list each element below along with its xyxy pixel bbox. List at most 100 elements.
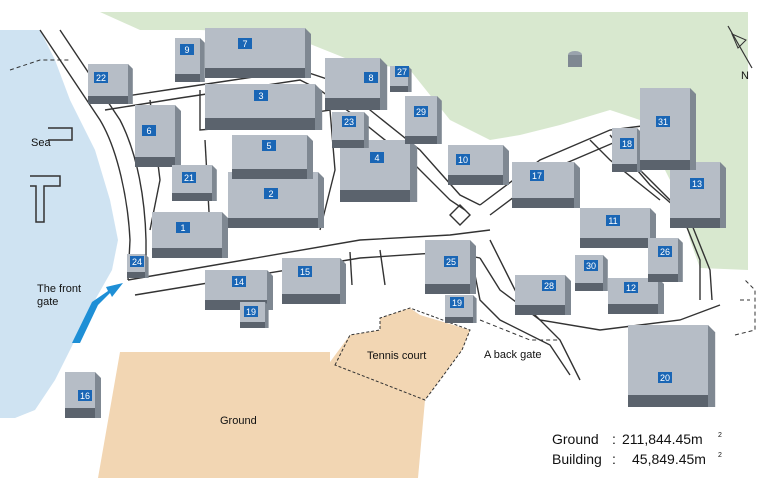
building-number-badge — [176, 222, 190, 233]
building-front-face — [648, 274, 678, 282]
building-side-face — [470, 240, 476, 294]
building-number-label: 8 — [368, 73, 373, 83]
building-number-badge — [264, 188, 278, 199]
building-1: 1 — [152, 212, 228, 258]
ground-area-value: 211,844.45m — [622, 431, 703, 447]
building-front-face — [135, 157, 175, 167]
building-front-face — [640, 160, 690, 170]
building-area-value: 45,849.45m — [632, 451, 706, 467]
building-number-badge — [238, 38, 252, 49]
building-number-badge — [364, 72, 378, 83]
building-front-face — [240, 322, 265, 328]
building-side-face — [658, 278, 664, 314]
building-number-label: 11 — [608, 216, 617, 226]
building-front-face — [575, 283, 603, 291]
building-roof — [670, 162, 720, 218]
building-number-badge — [530, 170, 544, 181]
building-side-face — [340, 258, 346, 304]
building-front-face — [448, 175, 503, 185]
building-number-badge — [658, 246, 672, 257]
building-side-face — [305, 28, 311, 78]
building-front-face — [127, 272, 145, 278]
building-roof — [515, 275, 565, 305]
north-arrow: N — [727, 25, 753, 82]
building-number-badge — [444, 256, 458, 267]
building-number-badge — [244, 306, 258, 317]
building-number-badge — [232, 276, 246, 287]
building-number-label: 10 — [458, 155, 468, 165]
building-number-label: 19 — [452, 298, 462, 308]
building-5: 5 — [232, 135, 313, 179]
building-side-face — [380, 58, 388, 110]
building-side-face — [315, 84, 323, 130]
building-number-badge — [78, 390, 92, 401]
building-number-label: 9 — [184, 45, 189, 55]
building-area-label: Building — [552, 451, 602, 467]
building-number-label: 2 — [268, 189, 273, 199]
building-6: 6 — [135, 105, 181, 167]
ground-area-unit-sup: 2 — [718, 432, 722, 439]
building-28: 28 — [515, 275, 571, 315]
building-18: 18 — [612, 128, 642, 172]
building-number-label: 6 — [146, 126, 151, 136]
building-front-face — [445, 317, 473, 323]
building-front-face — [390, 86, 408, 92]
building-side-face — [200, 38, 205, 82]
building-9: 9 — [175, 38, 205, 82]
building-side-face — [678, 238, 683, 282]
building-23: 23 — [332, 112, 369, 148]
building-number-badge — [690, 178, 704, 189]
building-number-label: 5 — [266, 141, 271, 151]
building-front-face — [612, 164, 637, 172]
building-side-face — [95, 372, 101, 418]
building-front-face — [88, 96, 128, 104]
building-front-face — [515, 305, 565, 315]
building-area-sep: : — [612, 451, 616, 467]
building-number-badge — [450, 297, 464, 308]
building-front-face — [425, 284, 470, 294]
north-label: N — [741, 70, 749, 82]
building-area-unit-sup: 2 — [718, 452, 722, 459]
building-side-face — [690, 88, 696, 170]
building-side-face — [708, 325, 716, 407]
building-26: 26 — [648, 238, 683, 282]
building-number-badge — [130, 256, 144, 267]
tennis-court-outline — [334, 307, 471, 401]
building-number-badge — [414, 106, 428, 117]
building-front-face — [282, 294, 340, 304]
building-number-label: 23 — [344, 117, 354, 127]
building-number-badge — [542, 280, 556, 291]
building-front-face — [175, 74, 200, 82]
building-3: 3 — [205, 84, 323, 130]
building-front-face — [512, 198, 574, 208]
building-number-badge — [342, 116, 356, 127]
building-19b: 19 — [445, 295, 477, 323]
building-number-label: 26 — [660, 247, 670, 257]
building-side-face — [473, 295, 477, 323]
building-number-label: 22 — [96, 73, 106, 83]
building-number-label: 14 — [234, 277, 244, 287]
building-number-label: 15 — [300, 267, 310, 277]
building-number-label: 25 — [446, 257, 456, 267]
building-roof — [628, 325, 708, 395]
building-front-face — [340, 190, 410, 202]
building-side-face — [437, 96, 442, 144]
sea-label: Sea — [31, 137, 51, 149]
building-number-badge — [620, 138, 634, 149]
building-29: 29 — [405, 96, 442, 144]
building-front-face — [325, 98, 380, 110]
building-side-face — [265, 302, 269, 328]
building-front-face — [205, 300, 267, 310]
building-number-badge — [624, 282, 638, 293]
building-25: 25 — [425, 240, 476, 294]
building-front-face — [405, 136, 437, 144]
building-number-label: 20 — [660, 373, 670, 383]
building-front-face — [232, 169, 307, 179]
building-27: 27 — [390, 66, 412, 92]
building-number-badge — [656, 116, 670, 127]
back-gate-label: A back gate — [484, 349, 542, 361]
ground-label: Ground — [220, 415, 257, 427]
front-gate-label-line1: The front — [37, 283, 81, 295]
boundary-lines — [9, 59, 756, 341]
